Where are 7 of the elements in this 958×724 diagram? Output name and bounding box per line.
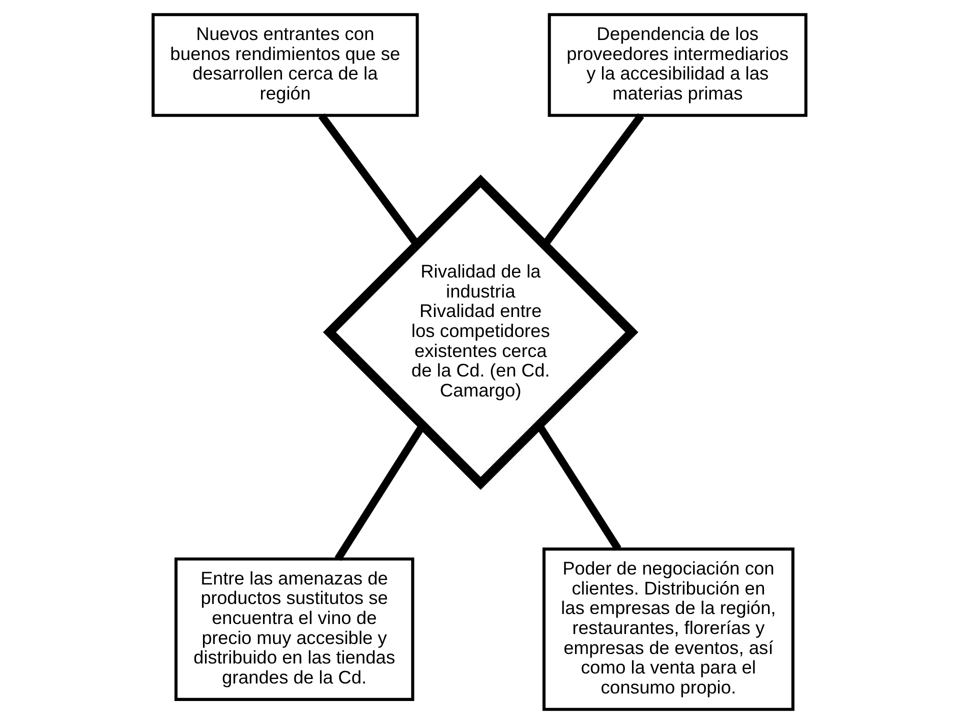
connector xyxy=(318,113,420,247)
node-box: Nuevos entrantes con buenos rendimientos que se desarrollen cerca de la región xyxy=(151,13,418,117)
node-box: Poder de negociación con clientes. Distribución en las empresas de la región, restaurantes, florerías y empresas de eventos, así como la venta para el consumo propio. xyxy=(542,548,794,711)
connector xyxy=(334,424,426,561)
node-diamond: Rivalidad de la industria Rivalidad entre los competidores existentes cerca de la Cd. (en Cd. Camargo) xyxy=(322,174,638,490)
node-box: Entre las amenazas de productos sustitutos se encuentra el vino de precio muy accesible y distribuido en las tiendas grandes de la Cd. xyxy=(174,557,414,701)
node-box: Dependencia de los proveedores intermediarios y la accesibilidad a las materias primas xyxy=(547,13,807,117)
